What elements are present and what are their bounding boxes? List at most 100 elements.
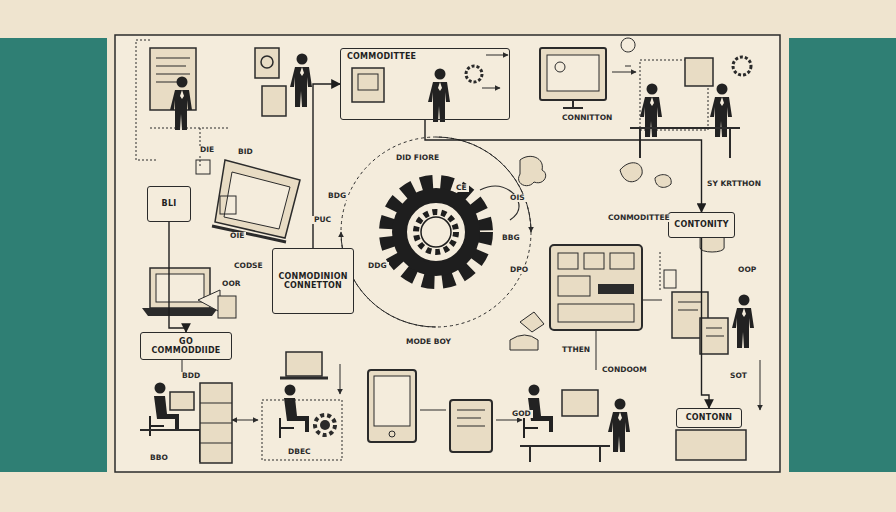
bottom-scene-part: [315, 415, 335, 435]
left-laptops-part: [196, 160, 210, 174]
left-laptops-part: [218, 296, 236, 318]
bottom-scene-part: [170, 392, 194, 410]
bottom-scene: [140, 352, 630, 463]
top-right-scene-part: [630, 128, 740, 158]
background-frame-part: [115, 35, 780, 472]
central-gear-part: [480, 186, 519, 220]
top-left-board-part: [150, 128, 230, 168]
right-scene-part: [558, 304, 634, 322]
right-scene-part: [510, 335, 538, 350]
node-label: CONTONN: [686, 413, 732, 422]
connector-arrow: [425, 120, 702, 212]
annotation-label: DID FIORE: [394, 154, 441, 162]
left-laptops-part: [220, 196, 236, 214]
bottom-scene-part: [182, 360, 340, 394]
left-laptops-part: [215, 160, 300, 238]
right-scene-part: [550, 245, 642, 330]
bottom-scene-part: [232, 420, 258, 421]
annotation-label: CODSE: [232, 262, 265, 270]
top-right-scene-part: [655, 175, 671, 188]
annotation-label: CONNITTON: [560, 114, 614, 122]
annotation-label: CONDOOM: [600, 366, 649, 374]
left-laptops-part: [156, 274, 204, 302]
bottom-scene-part: [562, 390, 598, 416]
central-gear-part: [421, 217, 451, 247]
annotation-label: BDD: [180, 372, 202, 380]
bottom-scene-part: [200, 403, 232, 443]
right-scene-part: [520, 312, 544, 332]
annotation-label: DBEC: [286, 448, 313, 456]
central-gear-part: [386, 182, 486, 282]
node-label: CONMODINION CONNETTON: [277, 272, 349, 290]
node-label: GO COMMODDIIDE: [145, 337, 227, 355]
top-right-scene: [540, 38, 751, 187]
connector-arrow: [702, 238, 710, 408]
scene-box: COMMODITTEE: [340, 48, 510, 120]
top-left-board-part: [261, 56, 273, 68]
top-left-board: [136, 40, 312, 168]
top-center-scene-part: [486, 55, 508, 56]
top-center-scene-part: [352, 68, 384, 102]
process-box: CONTONN: [676, 408, 742, 428]
annotation-label: BDG: [326, 192, 348, 200]
right-scene: [510, 226, 760, 460]
top-left-board-part: [170, 77, 192, 131]
bottom-scene-part: [286, 352, 322, 376]
annotation-label: DIE: [198, 146, 216, 154]
top-right-scene-part: [547, 55, 599, 91]
process-box: GO COMMODDIIDE: [140, 332, 232, 360]
annotation-label: CE: [454, 184, 469, 192]
annotation-label: BBO: [148, 454, 170, 462]
central-gear-part: [406, 202, 466, 262]
top-left-board-part: [262, 86, 286, 116]
process-box: CONMODINION CONNETTON: [272, 248, 354, 314]
node-label: COMMODITTEE: [345, 52, 418, 61]
right-scene-part: [558, 253, 578, 269]
bottom-scene-part: [420, 410, 522, 420]
central-gear: [341, 137, 546, 327]
annotation-label: OIE: [228, 232, 246, 240]
top-center-scene: [352, 55, 508, 122]
right-scene-part: [584, 253, 604, 269]
right-scene-part: [596, 300, 760, 410]
top-right-scene-part: [620, 163, 642, 182]
top-right-scene-part: [685, 58, 713, 86]
bottom-scene-part: [520, 446, 610, 462]
top-left-board-part: [255, 48, 279, 78]
annotation-label: BBG: [500, 234, 522, 242]
central-gear-part: [392, 188, 480, 276]
bottom-scene-part: [368, 370, 416, 442]
annotation-label: GOD: [510, 410, 533, 418]
top-center-scene-part: [466, 66, 482, 82]
top-right-scene-part: [612, 72, 636, 73]
process-box: CONTONITY: [668, 212, 735, 238]
top-right-scene-part: [733, 57, 751, 75]
right-scene-part: [610, 253, 634, 269]
left-laptops-part: [142, 308, 218, 316]
bottom-scene-part: [140, 430, 200, 462]
bottom-scene-part: [280, 377, 328, 380]
bottom-scene-part: [450, 400, 492, 452]
top-center-scene-part: [428, 69, 450, 123]
annotation-label: PUC: [312, 216, 333, 224]
top-center-scene-part: [358, 74, 378, 90]
annotation-label: TTHEN: [560, 346, 592, 354]
bottom-scene-part: [200, 383, 232, 463]
left-laptops-part: [198, 290, 220, 312]
annotation-label: OOP: [736, 266, 758, 274]
node-label: BLI: [162, 199, 177, 208]
bottom-scene-part: [457, 410, 485, 426]
right-scene-part: [664, 270, 676, 288]
annotation-label: SOT: [728, 372, 749, 380]
top-right-scene-part: [563, 100, 583, 108]
right-scene-part: [598, 284, 634, 294]
right-scene-part: [732, 295, 754, 349]
right-scene-part: [558, 276, 590, 296]
background-frame-part: [789, 38, 896, 472]
bottom-scene-part: [280, 385, 309, 439]
annotation-label: DPO: [508, 266, 530, 274]
annotation-label: DDG: [366, 262, 389, 270]
